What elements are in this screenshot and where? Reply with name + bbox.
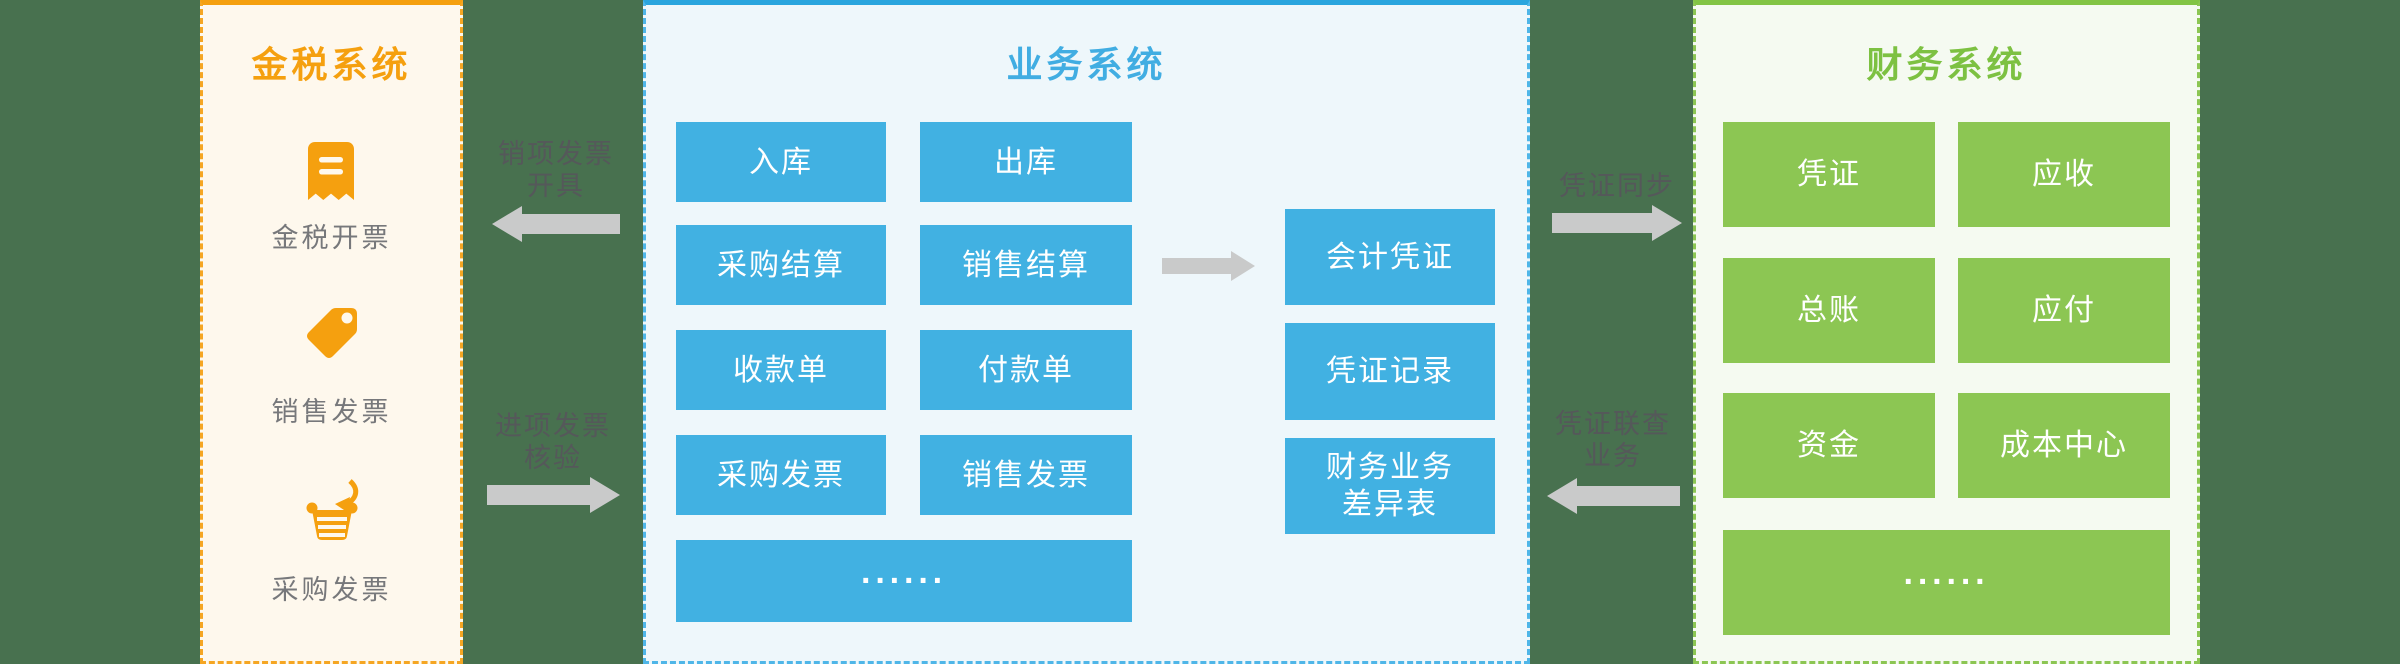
business-box-receipt-note: 收款单 [676, 330, 886, 410]
finance-box-receivable: 应收 [1958, 122, 2170, 227]
arrow-sales-invoice-issue [492, 206, 620, 242]
tax-item-label: 采购发票 [271, 575, 392, 605]
arrow-voucher-crosscheck [1547, 478, 1680, 514]
connector-label-line: 开具 [527, 171, 585, 201]
finance-box-funds: 资金 [1723, 393, 1935, 498]
connector-label-line: 核验 [524, 443, 582, 473]
connector-label-line: 销项发票 [498, 139, 614, 169]
business-box-purchase-settlement: 采购结算 [676, 225, 886, 305]
arrow-shaft [520, 214, 620, 234]
arrow-shaft [487, 485, 592, 505]
arrow-head [1547, 478, 1577, 514]
finance-box-more: ······ [1723, 530, 2170, 635]
voucher-box-voucher-record: 凭证记录 [1285, 323, 1495, 420]
arrow-head [492, 206, 522, 242]
business-box-payment-note: 付款单 [920, 330, 1132, 410]
voucher-box-line: 差异表 [1342, 488, 1438, 521]
tag-icon [303, 306, 359, 367]
connector-label-input-invoice-verify: 进项发票 核验 [453, 410, 653, 474]
connector-label-line: 进项发票 [495, 411, 611, 441]
arrow-voucher-sync [1552, 205, 1682, 241]
arrow-shaft [1162, 258, 1233, 274]
voucher-box-line: 财务业务 [1326, 451, 1454, 484]
tax-item-label: 金税开票 [271, 223, 392, 253]
finance-box-cost-center: 成本中心 [1958, 393, 2170, 498]
business-box-outbound: 出库 [920, 122, 1132, 202]
voucher-box-difference-table: 财务业务 差异表 [1285, 438, 1495, 534]
connector-label-line: 凭证联查 [1555, 409, 1671, 439]
voucher-box-line: 凭证记录 [1326, 355, 1454, 388]
business-system-panel: 业务系统 入库 出库 采购结算 销售结算 收款单 付款单 采购发票 销售发票 ·… [643, 0, 1530, 664]
voucher-box-accounting-voucher: 会计凭证 [1285, 209, 1495, 305]
voucher-box-line: 会计凭证 [1326, 240, 1454, 274]
finance-panel-title: 财务系统 [1866, 44, 2027, 85]
connector-label-sales-invoice-issue: 销项发票 开具 [456, 138, 656, 202]
arrow-head [590, 477, 620, 513]
arrow-input-invoice-verify [487, 477, 620, 513]
tax-system-panel: 金税系统 金税开票 销售发票 [200, 0, 463, 664]
tax-panel-title: 金税系统 [251, 44, 412, 85]
tax-item-label: 销售发票 [271, 397, 392, 427]
business-box-purchase-invoice: 采购发票 [676, 435, 886, 515]
basket-icon [300, 478, 364, 549]
business-box-inbound: 入库 [676, 122, 886, 202]
finance-system-panel: 财务系统 凭证 应收 总账 应付 资金 成本中心 ······ [1693, 0, 2200, 664]
arrow-head [1231, 251, 1255, 281]
connector-label-line: 业务 [1584, 441, 1642, 471]
finance-box-voucher: 凭证 [1723, 122, 1935, 227]
business-box-sales-settlement: 销售结算 [920, 225, 1132, 305]
receipt-icon [308, 142, 354, 205]
business-box-more: ······ [676, 540, 1132, 622]
arrow-business-to-voucher [1162, 251, 1255, 281]
finance-box-payable: 应付 [1958, 258, 2170, 363]
business-box-sales-invoice: 销售发票 [920, 435, 1132, 515]
connector-label-line: 凭证同步 [1559, 171, 1675, 201]
business-panel-title: 业务系统 [1006, 44, 1167, 85]
arrow-shaft [1552, 213, 1654, 233]
arrow-shaft [1575, 486, 1680, 506]
connector-label-voucher-crosscheck: 凭证联查 业务 [1513, 408, 1713, 472]
connector-label-voucher-sync: 凭证同步 [1517, 170, 1717, 202]
finance-box-general-ledger: 总账 [1723, 258, 1935, 363]
arrow-head [1652, 205, 1682, 241]
